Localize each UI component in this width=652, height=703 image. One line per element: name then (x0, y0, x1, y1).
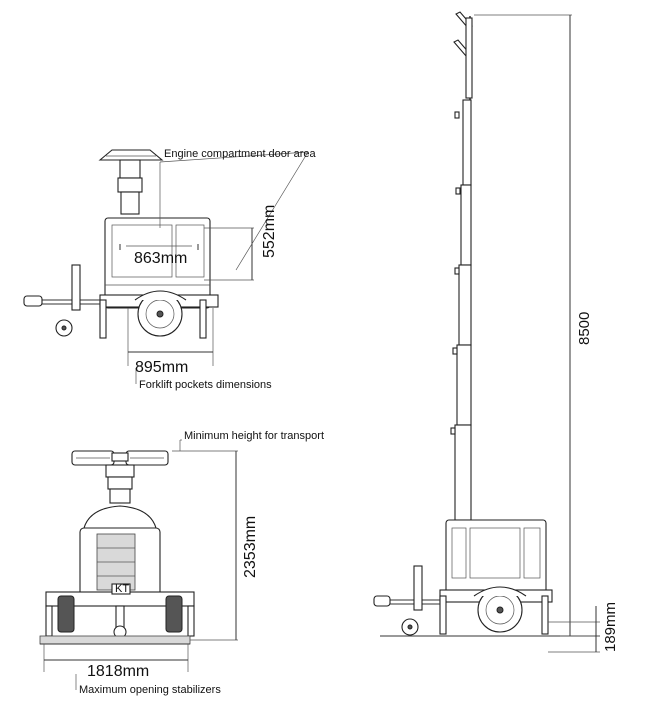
dim-stabilizer-width: 1818mm (87, 663, 149, 680)
side-view-transport (23, 149, 309, 384)
extended-body (445, 519, 547, 597)
plate-text: KT (115, 583, 129, 595)
side-stabilizer-front (99, 299, 107, 339)
label-min-height: Minimum height for transport (184, 430, 324, 442)
extended-view (373, 11, 600, 653)
label-stabilizers: Maximum opening stabilizers (79, 684, 221, 696)
ground-plate (39, 635, 191, 645)
label-engine-door: Engine compartment door area (164, 148, 317, 160)
dim-door-height: 552mm (261, 205, 278, 258)
label-forklift: Forklift pockets dimensions (139, 379, 272, 391)
lamp-head-side (98, 149, 164, 215)
dim-transport-height: 2353mm (242, 516, 259, 578)
dim-forklift-width: 895mm (135, 359, 188, 376)
dim-door-width: 863mm (134, 250, 187, 267)
engine-door (111, 224, 173, 278)
dim-mast-height: 8500 (576, 312, 593, 345)
rear-wheel-left (57, 595, 75, 633)
side-stabilizer-rear (199, 299, 207, 339)
rear-view: KT (39, 439, 238, 690)
rear-hood (83, 505, 157, 529)
rear-wheel-right (165, 595, 183, 633)
dim-ground-clearance: 189mm (602, 602, 619, 652)
